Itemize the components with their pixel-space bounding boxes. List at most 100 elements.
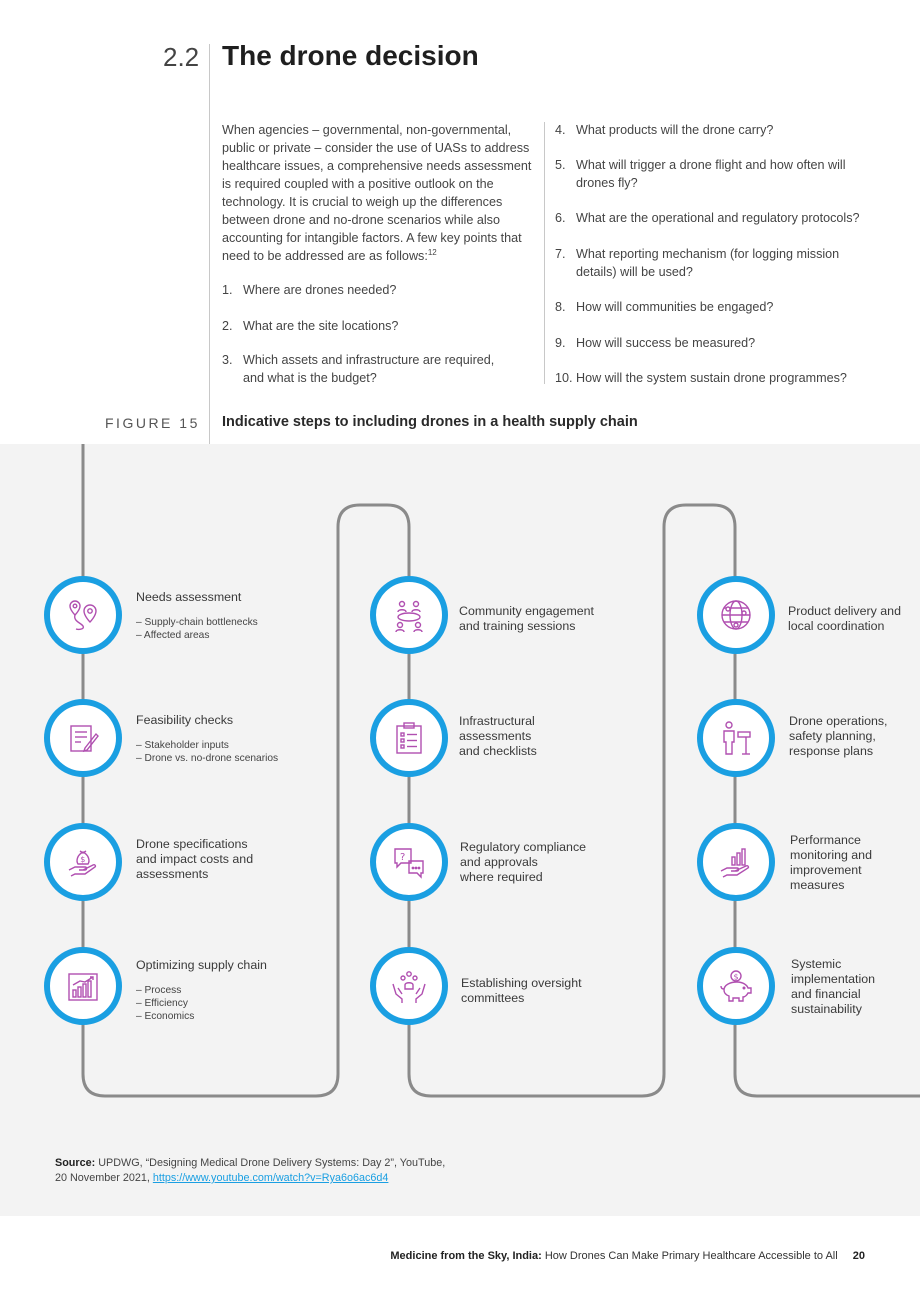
step-line: committees [461, 991, 525, 1005]
map-pins-icon [69, 600, 97, 631]
svg-text:?: ? [400, 852, 405, 863]
piggy-bank-icon: $ [720, 970, 752, 1002]
step-bullet: – Supply-chain bottlenecks [136, 617, 258, 628]
step-line: Systemic [791, 957, 842, 971]
list-item-text-cont: details) will be used? [576, 265, 693, 279]
step-drone-specifications: Drone specifications and impact costs an… [136, 837, 253, 882]
process-path [81, 444, 920, 1098]
step-systemic-implementation: Systemic implementation and financial su… [791, 957, 875, 1017]
list-item-text: What will trigger a drone flight and how… [576, 158, 846, 172]
step-bullet: – Efficiency [136, 998, 188, 1009]
step-line: improvement [790, 863, 862, 877]
step-feasibility-checks: Feasibility checks – Stakeholder inputs … [136, 713, 278, 765]
step-line: local coordination [788, 619, 885, 633]
step-bullet: – Affected areas [136, 630, 210, 641]
list-item: 9. How will success be measured? [555, 334, 885, 352]
step-bullet: – Process [136, 985, 182, 996]
bar-chart-growth-icon [68, 973, 98, 1001]
step-icon-systemic: $ [697, 947, 775, 1025]
step-bullet: – Stakeholder inputs [136, 740, 229, 751]
step-drone-operations: Drone operations, safety planning, respo… [789, 714, 888, 759]
list-item-number: 2. [222, 319, 233, 333]
step-icon-performance [697, 823, 775, 901]
hand-growth-chart-icon [720, 848, 750, 878]
section-number: 2.2 [163, 42, 200, 72]
source-label: Source: [55, 1157, 96, 1169]
page-title: The drone decision [222, 40, 479, 71]
step-line: Establishing oversight [461, 976, 582, 990]
figure-title: Indicative steps to including drones in … [222, 414, 638, 430]
list-item-number: 6. [555, 211, 566, 225]
list-item-text: How will the system sustain drone progra… [576, 371, 847, 385]
checklist-pen-icon [70, 725, 99, 753]
hand-money-bag-icon: $ [68, 850, 97, 877]
list-item-number: 1. [222, 283, 233, 297]
list-item-text: Which assets and infrastructure are requ… [243, 353, 495, 367]
step-oversight-committees: Establishing oversight committees [461, 976, 582, 1006]
step-performance-monitoring: Performance monitoring and improvement m… [790, 833, 872, 893]
people-meeting-icon [395, 600, 423, 633]
section-divider [209, 44, 210, 444]
step-line: monitoring and [790, 848, 872, 862]
step-icon-specs: $ [44, 823, 122, 901]
step-line: implementation [791, 972, 876, 986]
intro-text: When agencies – governmental, non-govern… [222, 123, 532, 263]
page-number: 20 [852, 1250, 865, 1262]
step-line: Product delivery and [788, 604, 901, 618]
list-item-number: 7. [555, 247, 566, 261]
list-item-text: What are the site locations? [243, 319, 399, 333]
step-line: Drone specifications [136, 837, 248, 851]
source-text: UPDWG, “Designing Medical Drone Delivery… [98, 1157, 446, 1169]
hands-team-icon [392, 971, 426, 1003]
list-item-text: What reporting mechanism (for logging mi… [576, 247, 840, 261]
step-icon-community [370, 576, 448, 654]
list-item-text: Where are drones needed? [243, 283, 397, 297]
list-item-text-cont: drones fly? [576, 176, 638, 190]
figure-label: FIGURE 15 [105, 415, 200, 431]
step-icon-infrastructural [370, 699, 448, 777]
step-icon-optimizing [44, 947, 122, 1025]
footnote-ref: 12 [427, 247, 437, 257]
list-item-text: How will communities be engaged? [576, 300, 774, 314]
source-link[interactable]: https://www.youtube.com/watch?v=Rya6o6ac… [152, 1172, 389, 1184]
step-line: assessments [136, 867, 209, 881]
step-icon-needs [44, 576, 122, 654]
column-divider [544, 122, 545, 384]
step-line: assessments [459, 729, 532, 743]
step-icon-feasibility [44, 699, 122, 777]
list-item: 2. What are the site locations? [222, 317, 542, 335]
step-icon-product-delivery [697, 576, 775, 654]
step-line: and checklists [459, 744, 537, 758]
list-item: 3. Which assets and infrastructure are r… [222, 351, 542, 387]
step-line: safety planning, [789, 729, 876, 743]
step-line: Performance [790, 833, 861, 847]
footer-title: Medicine from the Sky, India: [390, 1250, 542, 1262]
speech-bubbles-question-icon: ? [394, 848, 424, 879]
page-footer: Medicine from the Sky, India: How Drones… [390, 1250, 865, 1262]
step-line: where required [460, 870, 543, 884]
step-line: and impact costs and [136, 852, 254, 866]
list-item: 5. What will trigger a drone flight and … [555, 156, 885, 192]
step-line: Drone operations, [789, 714, 888, 728]
list-item-number: 5. [555, 158, 566, 172]
step-optimizing-supply-chain: Optimizing supply chain – Process – Effi… [136, 958, 267, 1023]
step-bullet: – Drone vs. no-drone scenarios [136, 753, 279, 764]
source-date: 20 November 2021, [55, 1172, 150, 1184]
step-line: and financial [791, 987, 861, 1001]
step-community-engagement: Community engagement and training sessio… [459, 604, 594, 634]
svg-text:$: $ [734, 973, 739, 982]
list-item-text: What products will the drone carry? [576, 123, 774, 137]
list-item-text-cont: and what is the budget? [243, 371, 377, 385]
globe-network-icon [721, 600, 751, 630]
list-item-number: 9. [555, 336, 566, 350]
list-item: 7. What reporting mechanism (for logging… [555, 245, 885, 281]
step-title: Needs assessment [136, 590, 242, 604]
step-line: response plans [789, 744, 874, 758]
step-icon-regulatory: ? [370, 823, 448, 901]
source-note: Source: UPDWG, “Designing Medical Drone … [55, 1156, 445, 1186]
step-line: sustainability [791, 1002, 862, 1016]
list-item-number: 4. [555, 123, 566, 137]
intro-paragraph: When agencies – governmental, non-govern… [222, 121, 540, 265]
step-bullet: – Economics [136, 1011, 195, 1022]
list-item: 1. Where are drones needed? [222, 281, 542, 299]
